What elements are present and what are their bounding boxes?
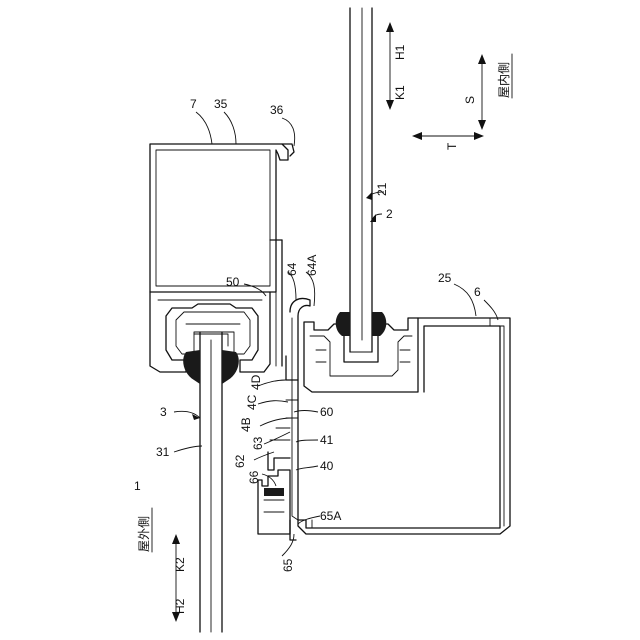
label-50: 50 — [226, 275, 240, 289]
leader-arrowheads — [192, 192, 376, 420]
label-60: 60 — [320, 405, 334, 419]
label-h2: H2 — [173, 598, 187, 614]
label-1: 1 — [134, 479, 141, 493]
label-3: 3 — [160, 405, 167, 419]
label-31: 31 — [156, 445, 170, 459]
label-64A: 64A — [305, 255, 319, 276]
direction-arrow-s — [478, 54, 486, 130]
label-66: 66 — [247, 470, 261, 484]
label-h1: H1 — [393, 44, 407, 60]
label-6: 6 — [474, 285, 481, 299]
label-35: 35 — [214, 97, 228, 111]
label-k2: K2 — [173, 557, 187, 572]
label-4D: 4D — [249, 374, 263, 390]
label-25: 25 — [438, 271, 452, 285]
indoor-sash-rail — [304, 312, 418, 392]
label-indoor-side: 屋内側 — [497, 62, 511, 98]
label-62: 62 — [233, 454, 247, 468]
direction-arrow-t — [412, 132, 484, 140]
label-4C: 4C — [245, 394, 259, 410]
label-40: 40 — [320, 459, 334, 473]
label-4B: 4B — [239, 417, 253, 432]
label-63: 63 — [251, 436, 265, 450]
outdoor-glass-pane — [200, 332, 222, 632]
label-k1: K1 — [393, 85, 407, 100]
label-s: S — [463, 96, 477, 104]
label-t: T — [445, 142, 459, 150]
label-64: 64 — [285, 262, 299, 276]
label-2: 2 — [386, 207, 393, 221]
reference-labels: 7 35 36 50 25 6 3 31 1 60 41 40 65A 2 21… — [134, 97, 481, 572]
label-41: 41 — [320, 433, 334, 447]
label-65A: 65A — [320, 509, 341, 523]
label-65: 65 — [281, 558, 295, 572]
label-36: 36 — [270, 103, 284, 117]
indoor-glass-pane — [350, 8, 372, 352]
label-outdoor-side: 屋外側 — [137, 516, 151, 552]
label-21: 21 — [375, 182, 389, 196]
label-7: 7 — [190, 97, 197, 111]
